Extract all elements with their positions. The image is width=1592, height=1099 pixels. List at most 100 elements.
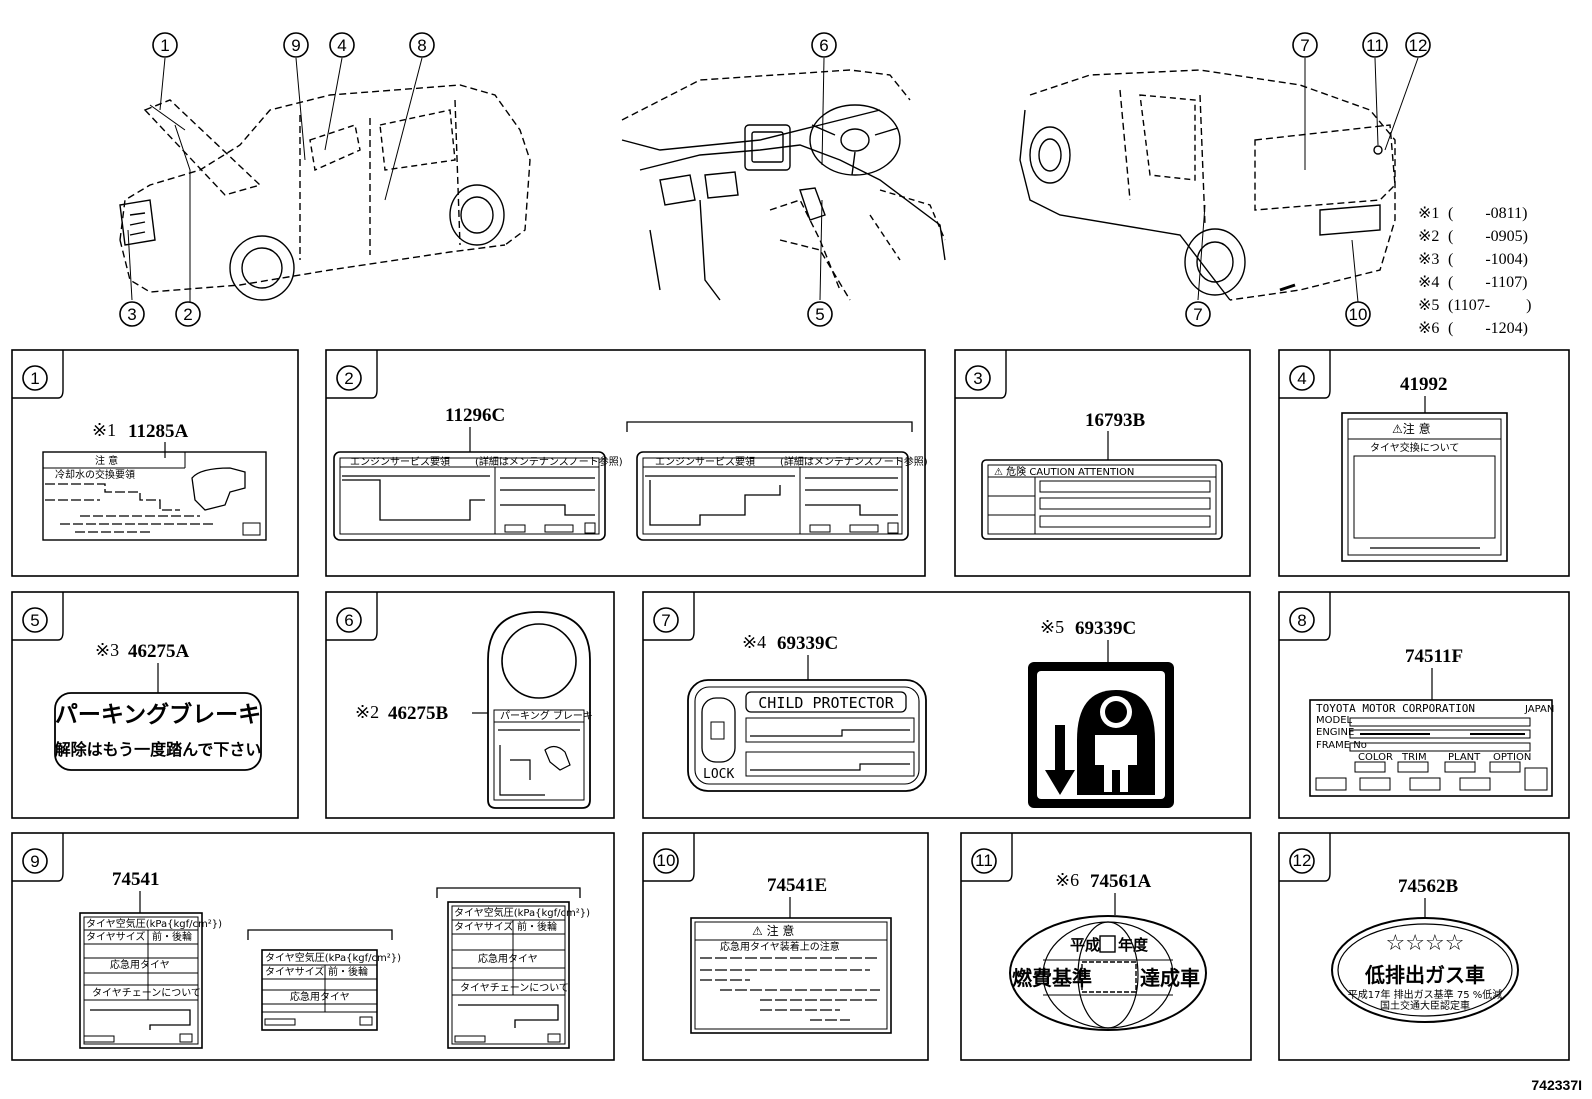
panel-5: ※3 46275A パーキングブレーキ 解除はもう一度踏んで下さい [54,640,262,771]
panel-11-frame [960,832,1252,1061]
svg-text:※1: ※1 [92,420,116,440]
svg-text:低排出ガス車: 低排出ガス車 [1364,963,1485,987]
svg-text:平成: 平成 [1070,936,1100,954]
svg-text:冷却水の交換要領: 冷却水の交換要領 [55,468,135,481]
svg-text:9: 9 [291,36,300,55]
svg-text:LOCK: LOCK [703,767,734,782]
svg-text:69339C: 69339C [1075,618,1136,639]
svg-text:8: 8 [417,36,426,55]
svg-text:年度: 年度 [1118,936,1149,954]
panel-4: 41992 ⚠注 意 タイヤ交換について [1341,374,1508,562]
svg-text:解除はもう一度踏んで下さい: 解除はもう一度踏んで下さい [55,740,262,759]
svg-text:12: 12 [1409,36,1428,55]
svg-text:12: 12 [1293,851,1312,870]
svg-text:⚠注 意: ⚠注 意 [1392,421,1431,436]
panel-9-number: 9 [22,848,48,874]
panel-1: ※1 11285A 注 意 冷却水の交換要領 [42,420,267,541]
svg-text:OPTION: OPTION [1493,752,1531,763]
svg-text:8: 8 [1297,611,1306,630]
interior-view [621,57,946,301]
svg-text:パーキングブレーキ: パーキングブレーキ [55,701,261,728]
panel-7: ※4 69339C CHILD PROTECTOR LOCK ※5 69339C [687,617,1174,808]
svg-text:※3: ※3 [1418,251,1439,268]
svg-text:9: 9 [30,852,39,871]
svg-text:74562B: 74562B [1398,876,1459,897]
callout-9-top: 9 [283,32,309,58]
svg-text:☆☆☆☆: ☆☆☆☆ [1386,931,1465,956]
rear-vehicle-view [1019,57,1419,303]
callout-11-top: 11 [1362,32,1388,58]
panel-11: ※6 74561A 平成 年度 燃費基準 達成車 [1009,870,1207,1031]
svg-text:タイヤ交換について: タイヤ交換について [1370,441,1459,454]
svg-text:タイヤ空気圧(kPa{kgf/cm²}): タイヤ空気圧(kPa{kgf/cm²}) [454,906,590,919]
callout-7-bottom: 7 [1185,301,1211,327]
svg-text:ENGINE: ENGINE [1316,727,1354,738]
panel-7-number: 7 [653,607,679,633]
svg-text:応急用タイヤ: 応急用タイヤ [110,958,170,971]
svg-text:( -1204): ( -1204) [1448,320,1528,337]
svg-text:11296C: 11296C [445,405,505,426]
production-date-notes: ※1( -0811) ※2( -0905) ※3( -1004) ※4( -11… [1418,205,1531,337]
panel-4-frame [1278,349,1570,577]
callout-6-top: 6 [811,32,837,58]
panel-10-number: 10 [653,848,679,874]
svg-text:⚠ 危険 CAUTION ATTENTION: ⚠ 危険 CAUTION ATTENTION [994,466,1134,478]
svg-text:JAPAN: JAPAN [1524,704,1554,715]
svg-text:5: 5 [30,611,39,630]
svg-text:46275A: 46275A [128,641,190,662]
svg-text:46275B: 46275B [388,703,449,724]
panel-10: 74541E ⚠ 注 意 応急用タイヤ装着上の注意 [690,875,892,1034]
callout-5-top: 5 [807,301,833,327]
svg-text:平成17年 排出ガス基準 75 %低減: 平成17年 排出ガス基準 75 %低減 [1348,988,1503,1001]
svg-text:16793B: 16793B [1085,410,1146,431]
panel-8: 74511F TOYOTA MOTOR CORPORATION JAPAN MO… [1309,646,1554,797]
panel-7-frame [642,591,1251,819]
svg-text:3: 3 [973,369,982,388]
panel-9-frame [11,832,615,1061]
panel-1-number: 1 [22,365,48,391]
svg-text:タイヤ空気圧(kPa{kgf/cm²}): タイヤ空気圧(kPa{kgf/cm²}) [265,951,401,964]
svg-text:※4: ※4 [742,632,766,652]
panel-3: 16793B ⚠ 危険 CAUTION ATTENTION [981,410,1223,540]
panel-12-frame [1278,832,1570,1061]
svg-text:※3: ※3 [95,640,119,660]
callout-3-top: 3 [119,301,145,327]
panel-6-frame [325,591,615,819]
svg-text:※5: ※5 [1418,297,1439,314]
svg-text:3: 3 [127,305,136,324]
svg-text:燃費基準: 燃費基準 [1012,966,1092,990]
svg-text:※6: ※6 [1418,320,1439,337]
svg-text:(詳細はメンテナンスノート参照): (詳細はメンテナンスノート参照) [475,455,623,468]
svg-text:69339C: 69339C [777,633,838,654]
svg-text:※5: ※5 [1040,617,1064,637]
panel-9: 74541 タイヤ空気圧(kPa{kgf/cm²}) タイヤサイズ 前・後輪 応… [79,869,590,1049]
svg-text:( -1004): ( -1004) [1448,251,1528,268]
svg-text:74541: 74541 [112,869,160,890]
svg-text:前・後輪: 前・後輪 [517,920,557,933]
svg-text:タイヤチェーンについて: タイヤチェーンについて [92,987,201,999]
panel-8-number: 8 [1289,607,1315,633]
svg-text:1: 1 [30,369,39,388]
panel-3-number: 3 [965,365,991,391]
panel-1-frame [11,349,299,577]
svg-text:41992: 41992 [1400,374,1448,395]
panel-5-frame [11,591,299,819]
panel-2-number: 2 [336,365,362,391]
svg-text:2: 2 [183,305,192,324]
svg-text:※2: ※2 [355,702,379,722]
svg-text:10: 10 [657,851,676,870]
svg-text:74541E: 74541E [767,875,827,896]
svg-text:国土交通大臣認定車: 国土交通大臣認定車 [1380,999,1470,1012]
svg-text:( -0905): ( -0905) [1448,228,1528,245]
svg-text:MODEL: MODEL [1316,715,1353,726]
svg-text:74561A: 74561A [1090,871,1152,892]
panel-2-frame [325,349,926,577]
callout-1-top: 1 [152,32,178,58]
svg-text:74511F: 74511F [1405,646,1463,667]
svg-text:※1: ※1 [1418,205,1439,222]
panel-11-number: 11 [971,848,997,874]
svg-text:⚠ 注 意: ⚠ 注 意 [752,923,794,938]
svg-text:TRIM: TRIM [1401,752,1427,763]
svg-text:( -0811): ( -0811) [1448,205,1527,222]
svg-text:4: 4 [337,36,346,55]
